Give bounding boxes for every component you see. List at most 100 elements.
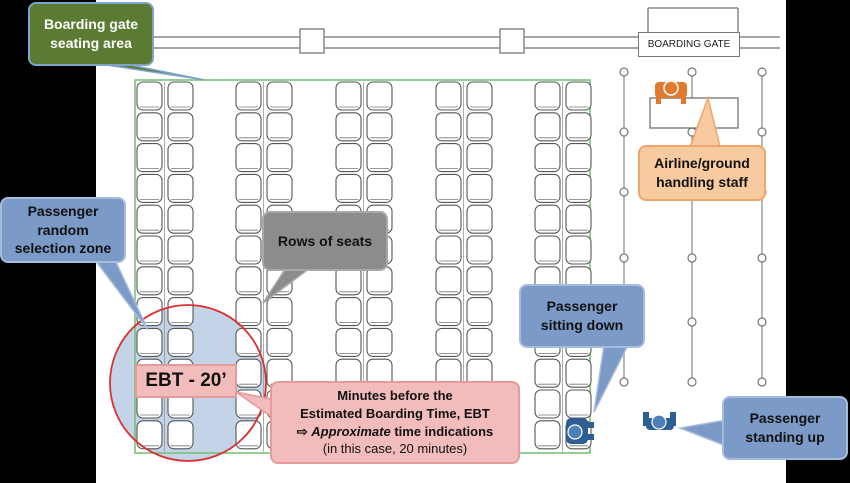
chair-seat xyxy=(366,112,393,142)
chair-seat xyxy=(235,266,262,296)
callout-standing-up: Passenger standing up xyxy=(722,396,848,460)
queue-post xyxy=(687,67,697,77)
chair-icon xyxy=(534,204,561,234)
callout-sitting-down-line2: sitting down xyxy=(540,317,624,333)
arrow-right-icon: ⇨ xyxy=(296,423,308,439)
chair-seat xyxy=(266,297,293,327)
chair-icon xyxy=(167,420,194,450)
chair-seat xyxy=(235,420,262,450)
passenger-sitting-head xyxy=(567,424,583,440)
chair-icon xyxy=(235,81,262,111)
chair-icon xyxy=(534,358,561,388)
chair-icon xyxy=(167,297,194,327)
chair-icon xyxy=(235,420,262,450)
chair-seat xyxy=(534,389,561,419)
chair-icon xyxy=(167,112,194,142)
callout-random-zone: Passenger random selection zone xyxy=(0,197,126,263)
chair-icon xyxy=(565,235,592,265)
chair-icon xyxy=(534,420,561,450)
chair-icon xyxy=(366,173,393,203)
chair-seat xyxy=(136,173,163,203)
rail-post xyxy=(299,28,325,54)
chair-seat xyxy=(534,235,561,265)
chair-icon xyxy=(466,235,493,265)
chair-seat xyxy=(534,81,561,111)
chair-seat xyxy=(335,112,362,142)
chair-seat xyxy=(435,81,462,111)
passenger-sitting-arm xyxy=(584,422,594,428)
chair-icon xyxy=(266,297,293,327)
ebt-note-line3: ⇨ Approximate time indications xyxy=(297,423,494,441)
chair-seat xyxy=(466,143,493,173)
chair-icon xyxy=(534,389,561,419)
chair-seat xyxy=(136,420,163,450)
chair-icon xyxy=(534,112,561,142)
chair-seat xyxy=(235,81,262,111)
chair-icon xyxy=(335,297,362,327)
chair-icon xyxy=(435,173,462,203)
callout-random-zone-line3: selection zone xyxy=(14,240,112,257)
chair-seat xyxy=(366,81,393,111)
chair-seat xyxy=(534,143,561,173)
staff-arm xyxy=(656,96,661,104)
chair-icon xyxy=(235,266,262,296)
passenger-sitting-arm xyxy=(584,434,594,440)
chair-icon xyxy=(136,235,163,265)
callout-random-zone-line1: Passenger xyxy=(27,202,99,219)
chair-seat xyxy=(235,112,262,142)
chair-icon xyxy=(136,112,163,142)
callout-rows-of-seats-text: Rows of seats xyxy=(277,232,373,249)
chair-seat xyxy=(266,173,293,203)
chair-seat xyxy=(565,112,592,142)
chair-icon xyxy=(435,235,462,265)
chair-icon xyxy=(534,235,561,265)
chair-icon xyxy=(366,81,393,111)
random-zone-circle xyxy=(109,304,267,462)
chair-seat xyxy=(565,204,592,234)
chair-seat xyxy=(366,266,393,296)
chair-icon xyxy=(435,266,462,296)
chair-icon xyxy=(565,81,592,111)
rail-post xyxy=(499,28,525,54)
chair-seat xyxy=(565,81,592,111)
ebt-note-line1: Minutes before the xyxy=(337,388,453,404)
chair-seat xyxy=(136,81,163,111)
queue-post xyxy=(687,377,697,387)
chair-seat xyxy=(335,327,362,357)
chair-icon xyxy=(235,235,262,265)
chair-icon xyxy=(235,358,262,388)
callout-sitting-down-line1: Passenger xyxy=(546,298,618,315)
chair-seat xyxy=(534,204,561,234)
chair-seat xyxy=(366,297,393,327)
chair-seat xyxy=(565,173,592,203)
passenger-standing-icon xyxy=(643,412,676,430)
chair-icon xyxy=(366,266,393,296)
chair-seat xyxy=(235,143,262,173)
chair-icon xyxy=(235,327,262,357)
chair-icon xyxy=(167,327,194,357)
chair-seat xyxy=(466,327,493,357)
callout-seating-area-line1: Boarding gate xyxy=(43,16,139,33)
chair-icon xyxy=(136,204,163,234)
callout-seating-area-line2: seating area xyxy=(50,35,132,51)
chair-icon xyxy=(136,173,163,203)
callout-seating-area: Boarding gate seating area xyxy=(28,2,154,66)
chair-seat xyxy=(167,327,194,357)
callout-staff-line1: Airline/ground xyxy=(654,155,750,172)
chair-icon xyxy=(167,204,194,234)
chair-icon xyxy=(565,204,592,234)
queue-post xyxy=(619,67,629,77)
chair-icon xyxy=(167,81,194,111)
chair-icon xyxy=(435,327,462,357)
chair-icon xyxy=(466,327,493,357)
queue-post xyxy=(757,377,767,387)
chair-seat xyxy=(565,358,592,388)
chair-seat xyxy=(466,266,493,296)
chair-icon xyxy=(167,266,194,296)
chair-seat xyxy=(235,204,262,234)
chair-icon xyxy=(335,81,362,111)
staff-desk xyxy=(649,97,739,129)
chair-icon xyxy=(266,81,293,111)
chair-seat xyxy=(266,112,293,142)
